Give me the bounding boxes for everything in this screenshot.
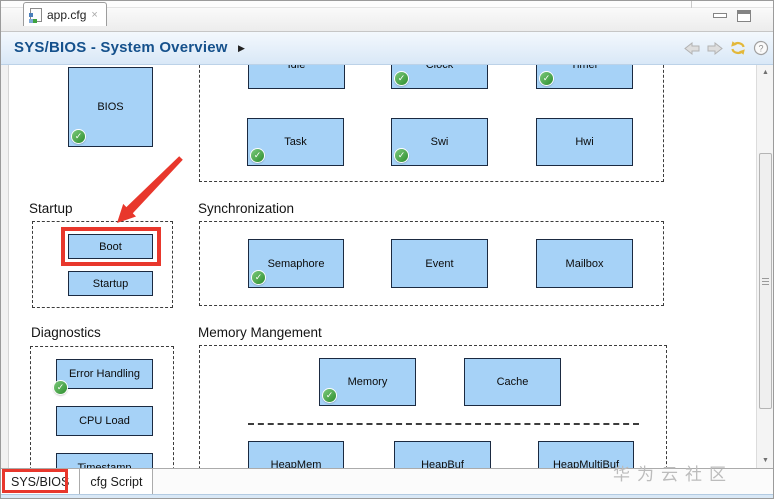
maximize-icon[interactable] [737,10,751,22]
scroll-up-icon[interactable]: ▲ [762,69,769,76]
system-overview-canvas: Idle Clock ✓ Timer ✓ Task ✓ Swi ✓ Hwi BI… [9,65,756,468]
form-header: SYS/BIOS - System Overview ▶ ? [1,32,773,65]
enabled-check-icon: ✓ [252,271,265,284]
module-label: Timestamp [77,462,132,468]
sync-icon[interactable] [730,40,746,56]
tab-cfg-script[interactable]: cfg Script [80,469,154,494]
module-label: Idle [287,65,306,71]
memory-group-outline [199,345,667,468]
module-label: Event [425,257,454,270]
module-box-semaphore[interactable]: Semaphore ✓ [248,239,344,288]
module-box-memory[interactable]: Memory ✓ [319,358,416,406]
module-box-idle[interactable]: Idle [248,65,345,89]
module-box-heapmem[interactable]: HeapMem [248,441,344,468]
module-label: CPU Load [79,415,130,427]
svg-text:?: ? [758,44,763,54]
status-bar [1,494,773,498]
module-box-bios[interactable]: BIOS ✓ [68,67,153,147]
scheduling-group-outline [199,65,664,182]
module-box-hwi[interactable]: Hwi [536,118,633,166]
startup-group-outline [32,221,173,308]
module-label: HeapBuf [421,459,464,468]
module-label: Cache [496,376,529,388]
memory-section-divider [248,423,639,425]
back-arrow-icon[interactable] [684,41,700,55]
module-box-cpu-load[interactable]: CPU Load [56,406,153,436]
enabled-check-icon: ✓ [323,389,336,402]
editor-left-gutter [1,65,9,468]
enabled-check-icon: ✓ [540,72,553,85]
group-title-memory-mangement: Memory Mangement [198,325,322,340]
breadcrumb-arrow-icon[interactable]: ▶ [238,43,245,53]
enabled-check-icon: ✓ [54,381,67,394]
vertical-scrollbar[interactable]: ▲ ▼ [756,65,773,468]
scroll-down-icon[interactable]: ▼ [762,457,769,464]
enabled-check-icon: ✓ [395,149,408,162]
editor-bottom-tab-bar: SYS/BIOS cfg Script [1,468,773,494]
minimize-icon[interactable] [713,13,727,18]
module-box-clock[interactable]: Clock ✓ [391,65,488,89]
module-box-boot[interactable]: Boot [68,234,153,259]
enabled-check-icon: ✓ [72,130,85,143]
module-label: Timer [570,65,599,71]
module-box-heapmultibuf[interactable]: HeapMultiBuf [538,441,634,468]
enabled-check-icon: ✓ [251,149,264,162]
module-label: Memory [347,376,388,388]
module-label: Task [284,136,307,148]
scrollbar-grip [762,277,769,285]
module-box-startup[interactable]: Startup [68,271,153,296]
page-title: SYS/BIOS - System Overview [14,39,228,56]
group-title-startup: Startup [29,201,73,216]
diagnostics-group-outline [30,346,174,468]
forward-arrow-icon[interactable] [707,41,723,55]
enabled-check-icon: ✓ [395,72,408,85]
group-title-diagnostics: Diagnostics [31,325,101,340]
window-top-strip [1,1,773,8]
close-icon[interactable]: × [91,8,98,21]
module-label: Boot [99,240,122,253]
tab-title: app.cfg [47,7,87,22]
tab-label: cfg Script [90,474,143,489]
module-label: HeapMem [270,459,322,468]
module-label: Semaphore [267,257,325,270]
cfg-file-icon [29,7,42,23]
module-label: Hwi [575,136,594,148]
tab-sysbios[interactable]: SYS/BIOS [1,469,81,494]
tab-label: SYS/BIOS [11,474,70,489]
module-label: HeapMultiBuf [552,459,620,468]
module-box-error-handling[interactable]: Error Handling ✓ [54,359,153,394]
module-label: Swi [430,136,449,148]
module-box-timestamp[interactable]: Timestamp [56,453,153,468]
tab-app-cfg[interactable]: app.cfg × [23,2,107,26]
module-box-cache[interactable]: Cache [464,358,561,406]
annotation-arrow [117,156,183,223]
module-box-swi[interactable]: Swi ✓ [391,118,488,166]
module-label: Error Handling [69,368,140,380]
module-box-timer[interactable]: Timer ✓ [536,65,633,89]
module-label: Startup [92,277,129,290]
module-label: Mailbox [565,257,604,270]
module-box-event[interactable]: Event [391,239,488,288]
module-box-heapbuf[interactable]: HeapBuf [394,441,491,468]
synchronization-group-outline [199,221,664,306]
toolbar-divider [691,1,692,8]
editor-tab-strip [1,8,773,32]
module-box-mailbox[interactable]: Mailbox [536,239,633,288]
scrollbar-thumb[interactable] [759,153,772,409]
module-label: BIOS [97,101,124,113]
group-title-synchronization: Synchronization [198,201,295,216]
module-label: Clock [425,65,454,71]
module-box-task[interactable]: Task ✓ [247,118,344,166]
help-icon[interactable]: ? [753,40,769,56]
